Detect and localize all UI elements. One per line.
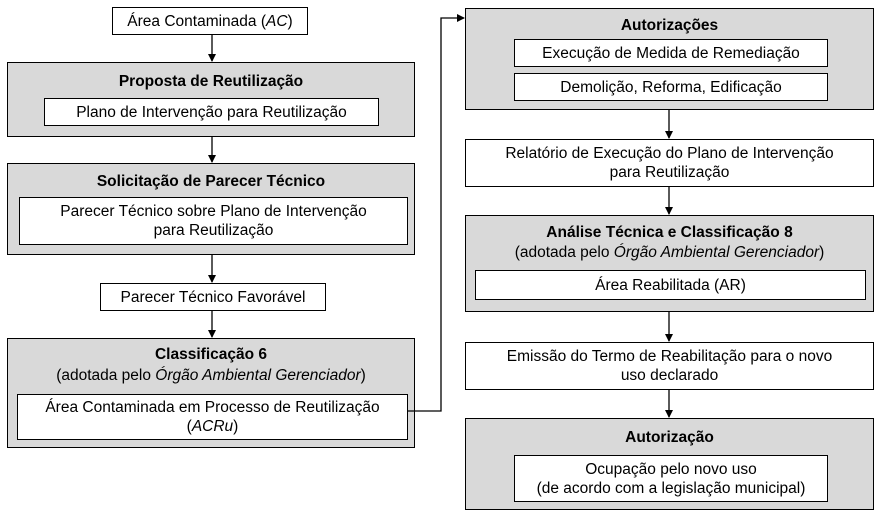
stage-proposta-reutilizacao: Proposta de Reutilização Plano de Interv…	[7, 62, 415, 137]
stage-classificacao-6-adopted: (adotada pelo Órgão Ambiental Gerenciado…	[56, 367, 366, 384]
stage-analise-tecnica: Análise Técnica e Classificação 8 (adota…	[465, 215, 874, 312]
stage-autorizacao-title: Autorização	[625, 429, 714, 446]
node-relatorio-execucao: Relatório de Execução do Plano de Interv…	[465, 139, 874, 187]
stage-proposta-title: Proposta de Reutilização	[118, 73, 304, 90]
box-acru: Área Contaminada em Processo de Reutiliz…	[17, 394, 408, 440]
node-area-contaminada-label: Área Contaminada (AC)	[127, 12, 293, 30]
stage-classificacao-6: Classificação 6 (adotada pelo Órgão Ambi…	[7, 338, 415, 448]
arrow-classificacao6-to-autorizacoes	[407, 14, 465, 412]
stage-analise-adopted: (adotada pelo Órgão Ambiental Gerenciado…	[514, 244, 825, 261]
node-parecer-favoravel: Parecer Técnico Favorável	[100, 283, 326, 311]
stage-analise-title: Análise Técnica e Classificação 8	[546, 224, 793, 241]
stage-autorizacoes: Autorizações Execução de Medida de Remed…	[465, 8, 874, 110]
node-emissao-termo: Emissão do Termo de Reabilitação para o …	[465, 342, 874, 390]
stage-classificacao-6-title: Classificação 6	[154, 346, 267, 363]
box-plano-intervencao: Plano de Intervenção para Reutilização	[44, 98, 379, 126]
stage-solicitacao-title: Solicitação de Parecer Técnico	[96, 173, 326, 190]
box-demolicao-reforma: Demolição, Reforma, Edificação	[514, 73, 828, 101]
box-ocupacao-novo-uso: Ocupação pelo novo uso (de acordo com a …	[514, 455, 828, 502]
box-area-reabilitada: Área Reabilitada (AR)	[475, 270, 866, 300]
box-parecer-tecnico-plano: Parecer Técnico sobre Plano de Intervenç…	[19, 197, 408, 245]
stage-solicitacao-parecer: Solicitação de Parecer Técnico Parecer T…	[7, 163, 415, 255]
box-medida-remediacao: Execução de Medida de Remediação	[514, 39, 828, 67]
stage-autorizacoes-title: Autorizações	[620, 17, 719, 34]
stage-autorizacao: Autorização Ocupação pelo novo uso (de a…	[465, 418, 874, 510]
node-area-contaminada: Área Contaminada (AC)	[112, 7, 308, 35]
